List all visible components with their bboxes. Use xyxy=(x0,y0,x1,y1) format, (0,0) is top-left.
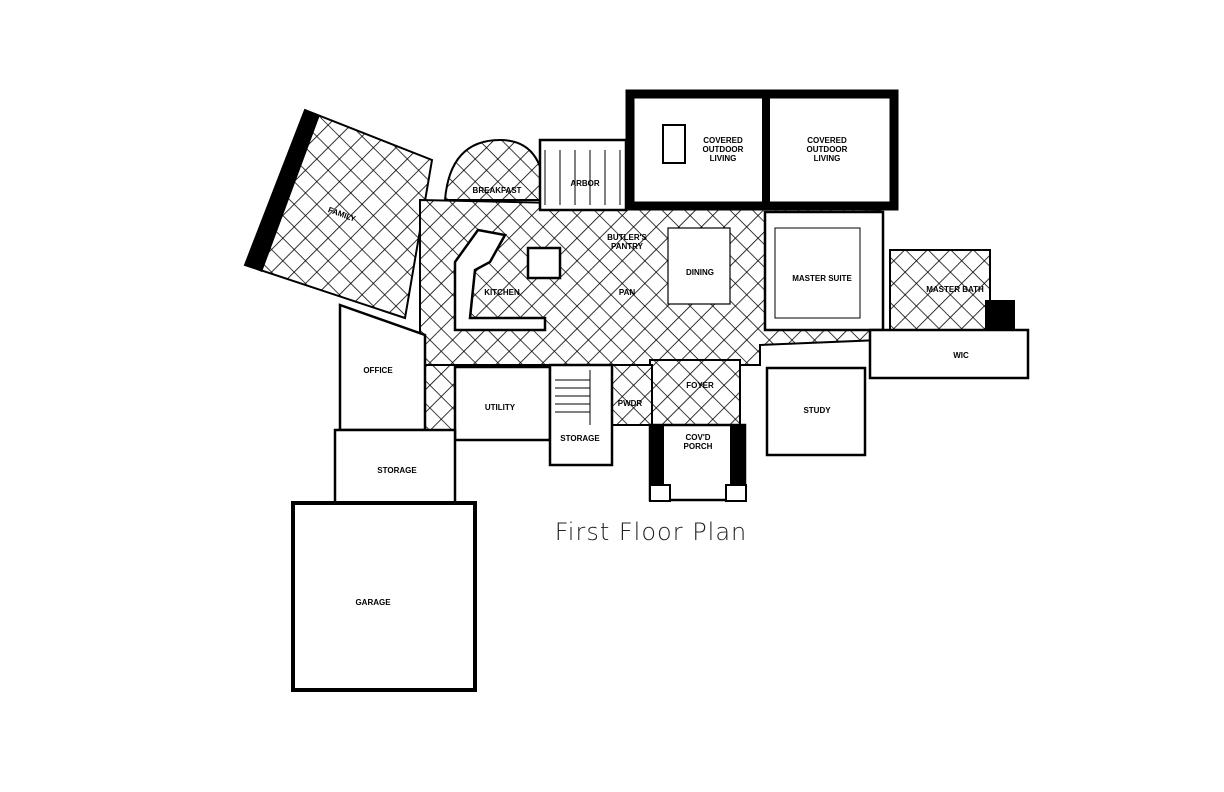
utility-room xyxy=(453,365,552,442)
label-covered-outdoor-living-2-line1: COVERED xyxy=(807,136,847,145)
kitchen-island xyxy=(526,246,562,280)
label-butlers-pantry-line2: PANTRY xyxy=(611,242,644,251)
master-bath-floor xyxy=(889,249,991,331)
label-covered-outdoor-living-1-line3: LIVING xyxy=(710,154,737,163)
label-pantry: PAN xyxy=(619,288,636,297)
label-covd-porch-line2: PORCH xyxy=(684,442,713,451)
study-room xyxy=(765,366,867,457)
label-powder: PWDR xyxy=(618,399,643,408)
exterior-walls xyxy=(245,110,1015,502)
label-kitchen: KITCHEN xyxy=(484,288,520,297)
kitchen-counter xyxy=(453,228,547,332)
stair-storage-room xyxy=(548,363,614,467)
label-covered-outdoor-living-1-line1: COVERED xyxy=(703,136,743,145)
foyer-floor xyxy=(649,359,741,426)
label-master-suite: MASTER SUITE xyxy=(792,274,852,283)
label-foyer: FOYER xyxy=(686,381,714,390)
label-breakfast: BREAKFAST xyxy=(473,186,522,195)
pwdr-floor xyxy=(611,364,653,426)
label-dining: DINING xyxy=(686,268,714,277)
room-labels: FAMILY BREAKFAST ARBOR COVERED OUTDOOR L… xyxy=(327,136,984,607)
label-covd-porch-line1: COV'D xyxy=(685,433,710,442)
covered-outdoor-living xyxy=(625,89,899,211)
label-garage: GARAGE xyxy=(355,598,391,607)
label-covered-outdoor-living-2-line3: LIVING xyxy=(814,154,841,163)
label-arbor: ARBOR xyxy=(570,179,600,188)
plain-rooms xyxy=(291,138,1030,692)
label-covered-outdoor-living-2-line2: OUTDOOR xyxy=(807,145,848,154)
label-storage-garage: STORAGE xyxy=(377,466,417,475)
stair xyxy=(544,150,621,425)
garage-room xyxy=(291,501,477,692)
label-office: OFFICE xyxy=(363,366,393,375)
master-suite-rug xyxy=(774,227,861,319)
wic-room xyxy=(868,328,1030,380)
utility-floor xyxy=(424,364,456,431)
label-covered-outdoor-living-1-line2: OUTDOOR xyxy=(703,145,744,154)
arbor-area xyxy=(538,138,628,212)
label-utility: UTILITY xyxy=(485,403,516,412)
label-study: STUDY xyxy=(803,406,831,415)
label-wic: WIC xyxy=(953,351,969,360)
label-storage-stair: STORAGE xyxy=(560,434,600,443)
plan-title: First Floor Plan xyxy=(555,518,748,546)
label-butlers-pantry-line1: BUTLER'S xyxy=(607,233,647,242)
label-master-bath: MASTER BATH xyxy=(926,285,984,294)
dining-rug xyxy=(667,227,731,305)
